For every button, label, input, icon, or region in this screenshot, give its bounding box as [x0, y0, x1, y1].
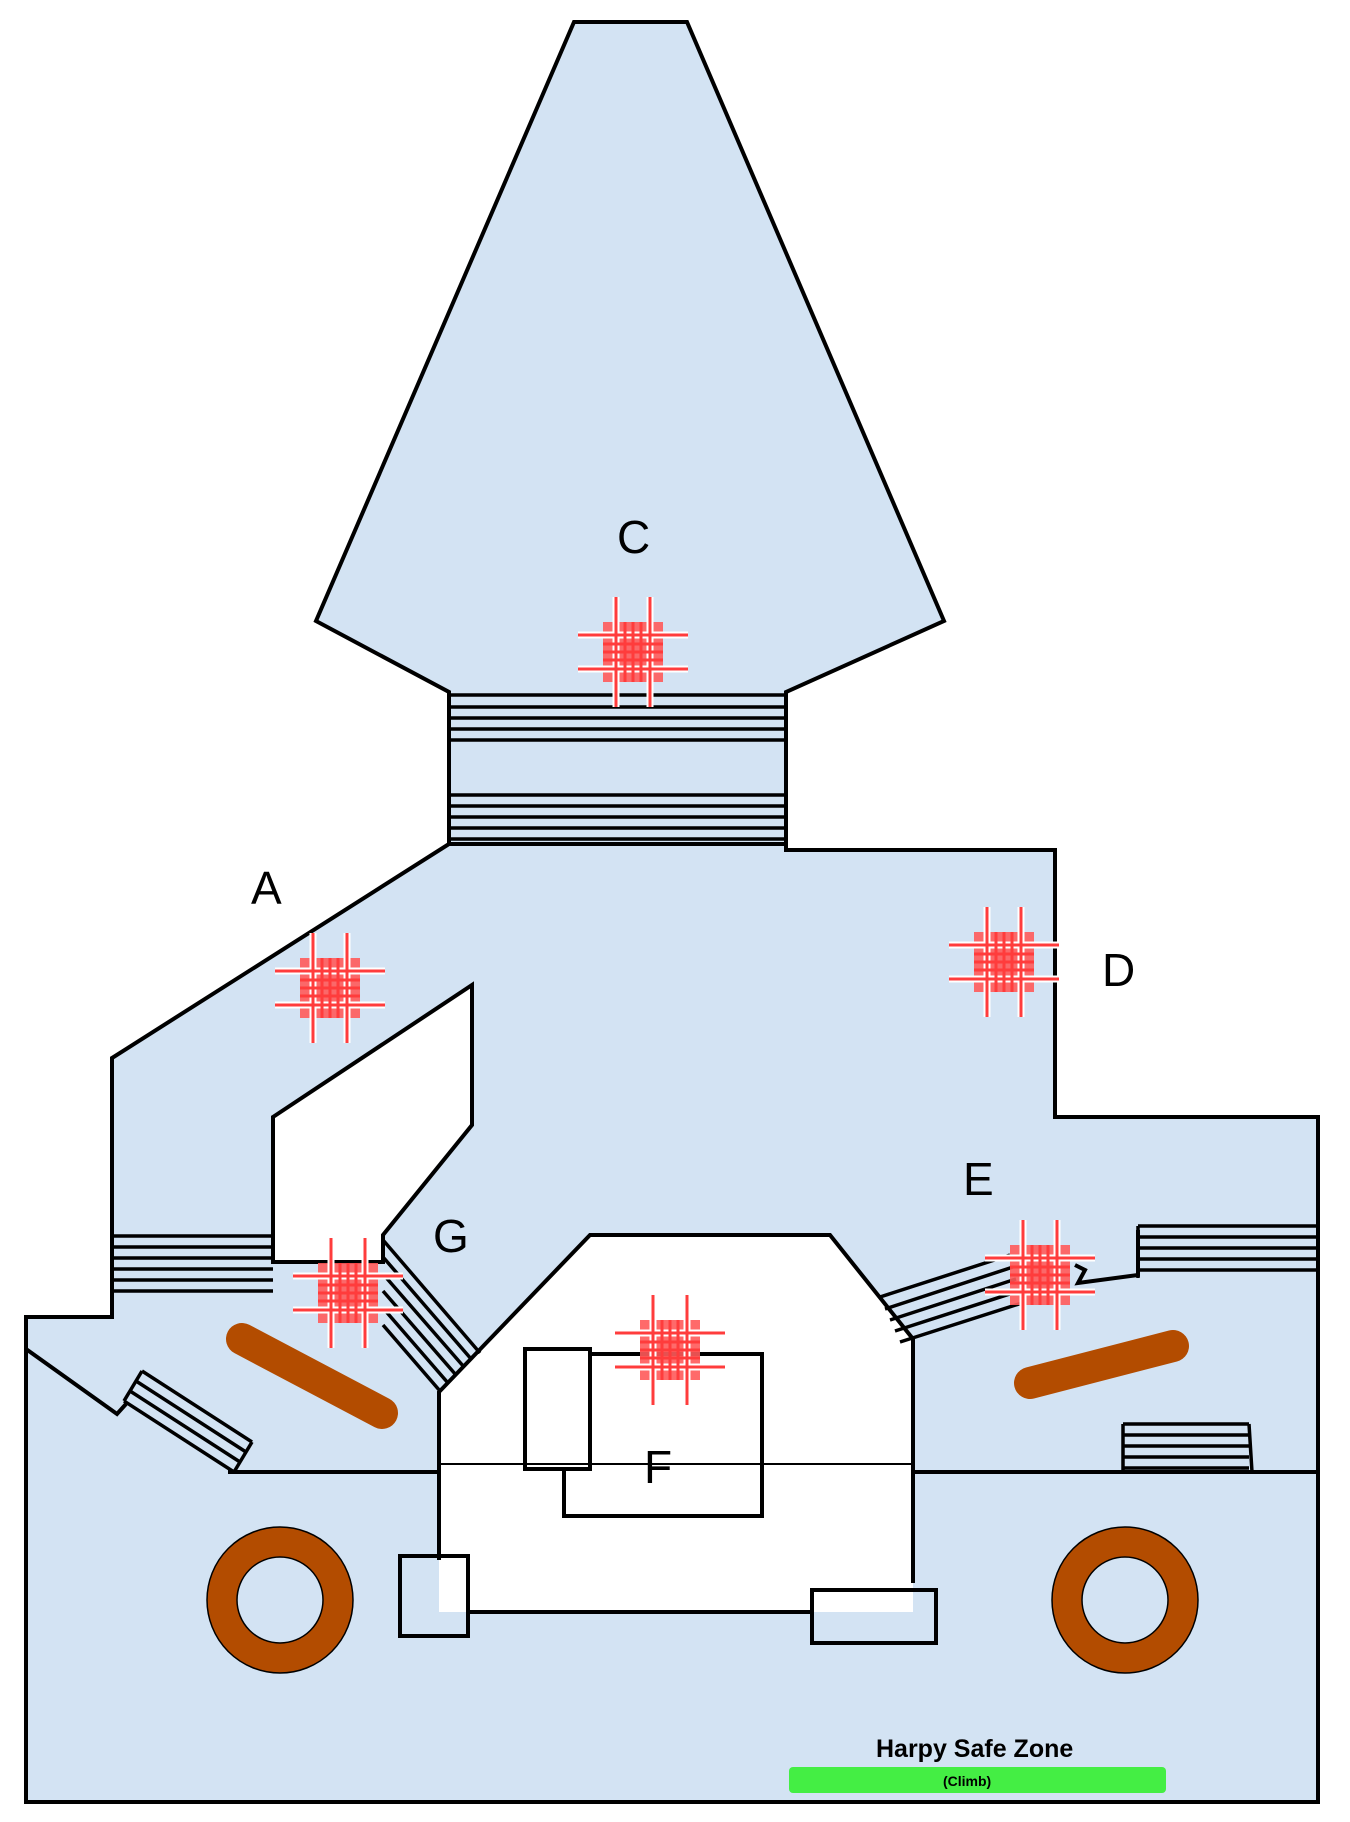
- marker-g: [293, 1238, 403, 1348]
- harpy-safe-zone-bar: [789, 1767, 1166, 1793]
- stairs-c-lower: [449, 793, 786, 841]
- marker-e: [985, 1220, 1095, 1330]
- label-f: F: [644, 1441, 672, 1493]
- log-obstacle-left: [226, 1323, 398, 1429]
- marker-a: [275, 933, 385, 1043]
- marker-d: [949, 907, 1059, 1017]
- stairs-g-diagonal: [381, 1238, 482, 1393]
- stairs-right-upper: [1136, 1224, 1318, 1278]
- stairs-left-wall: [112, 1234, 273, 1293]
- label-d: D: [1102, 944, 1135, 996]
- wall-left-ramp: [24, 1347, 128, 1417]
- room-g: [271, 981, 474, 1264]
- crate-bottom-left: [398, 1554, 470, 1638]
- marker-f: [615, 1295, 725, 1405]
- label-e: E: [963, 1153, 994, 1205]
- crate-bottom-right: [810, 1588, 938, 1645]
- ring-obstacle-right: [1052, 1527, 1198, 1673]
- stairs-e-diagonal: [879, 1253, 1023, 1344]
- safe-zone-title: Harpy Safe Zone: [876, 1735, 1073, 1763]
- stairs-left-ramp: [122, 1369, 254, 1474]
- marker-c: [578, 597, 688, 707]
- label-c: C: [617, 511, 650, 563]
- label-g: G: [433, 1210, 469, 1262]
- safe-zone-subtitle: (Climb): [943, 1773, 991, 1789]
- stairs-right-lower: [1121, 1422, 1254, 1473]
- ring-obstacle-left: [207, 1527, 353, 1673]
- room-f-lower: [439, 1465, 913, 1612]
- log-obstacle-right: [1014, 1330, 1189, 1399]
- spawn-markers: [275, 597, 1095, 1405]
- crate-f-2: [562, 1352, 764, 1518]
- label-a: A: [251, 862, 282, 914]
- crate-f-1: [523, 1347, 592, 1471]
